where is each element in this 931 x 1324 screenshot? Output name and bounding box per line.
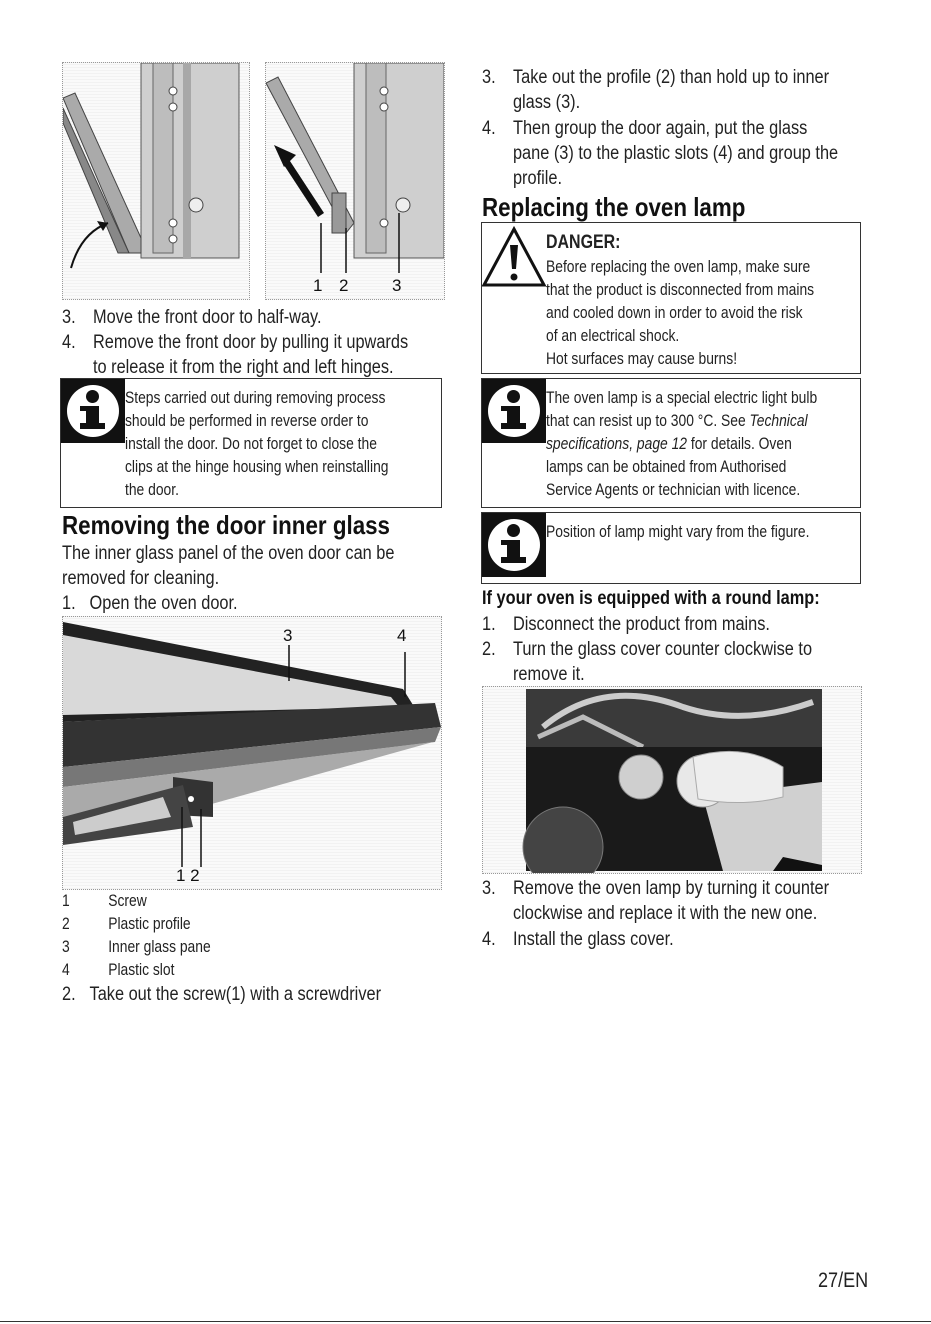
step-text: Then group the door again, put the glass xyxy=(512,118,808,139)
note-line: lamps can be obtained from Authorised xyxy=(546,458,787,476)
step-number: 4. xyxy=(62,332,76,353)
heading-removing-inner-glass: Removing the door inner glass xyxy=(62,510,391,540)
right-step-1: 1. Disconnect the product from mains. xyxy=(482,612,770,637)
step-text: Remove the front door by pulling it upwa… xyxy=(92,332,409,353)
inner-glass-figure xyxy=(62,616,442,890)
oven-lamp-illustration xyxy=(522,689,822,873)
right-step-3: 3. Take out the profile (2) than hold up… xyxy=(482,65,829,113)
intro-line: removed for cleaning. xyxy=(62,568,220,589)
step-text: pane (3) to the plastic slots (4) and gr… xyxy=(512,143,839,164)
note-line: clips at the hinge housing when reinstal… xyxy=(125,458,389,476)
step-number: 3. xyxy=(482,878,496,899)
right-step-3b: 3. Remove the oven lamp by turning it co… xyxy=(482,876,829,924)
info-note-lamp-position: Position of lamp might vary from the fig… xyxy=(481,512,861,584)
step-text: Move the front door to half-way. xyxy=(92,307,322,328)
note-line: should be performed in reverse order to xyxy=(125,412,369,430)
left-step-4: 4. Remove the front door by pulling it u… xyxy=(62,330,408,378)
danger-title: DANGER: xyxy=(546,232,621,253)
step-number: 1. xyxy=(482,614,496,635)
door-hinge-figure-left xyxy=(62,62,250,300)
step-text: Disconnect the product from mains. xyxy=(512,614,770,635)
step-text: Take out the profile (2) than hold up to… xyxy=(512,67,830,88)
glass-callout-3: 3 xyxy=(283,626,293,645)
hinge-callout-2: 2 xyxy=(339,276,349,295)
oven-lamp-figure xyxy=(482,686,862,874)
step-text: Open the oven door. xyxy=(89,593,238,614)
left-step-3: 3. Move the front door to half-way. xyxy=(62,305,322,330)
info-note-reinstall: Steps carried out during removing proces… xyxy=(60,378,442,508)
left-step-2: 2. Take out the screw(1) with a screwdri… xyxy=(62,982,381,1007)
door-hinge-detail-illustration xyxy=(266,63,444,273)
glass-callout-4: 4 xyxy=(397,626,407,645)
danger-line: that the product is disconnected from ma… xyxy=(546,281,815,299)
step-text: to release it from the right and left hi… xyxy=(92,357,394,378)
right-step-4: 4. Then group the door again, put the gl… xyxy=(482,116,838,189)
note-line: the door. xyxy=(125,481,179,499)
heading-replacing-oven-lamp: Replacing the oven lamp xyxy=(482,192,746,222)
intro-line: The inner glass panel of the oven door c… xyxy=(62,543,395,564)
warning-triangle-icon xyxy=(482,225,546,287)
step-text: remove it. xyxy=(512,664,585,685)
glass-callout-1-2: 1 2 xyxy=(176,866,200,885)
danger-line: of an electrical shock. xyxy=(546,327,680,345)
step-number: 2. xyxy=(482,639,496,660)
note-line: Steps carried out during removing proces… xyxy=(125,389,386,407)
door-hinge-figure-right xyxy=(265,62,445,300)
step-text: clockwise and replace it with the new on… xyxy=(512,903,818,924)
step-number: 4. xyxy=(482,929,496,950)
step-number: 1. xyxy=(62,593,76,614)
step-text: glass (3). xyxy=(512,92,581,113)
note-line: Position of lamp might vary from the fig… xyxy=(546,523,810,541)
info-icon xyxy=(482,379,546,443)
step-text: Turn the glass cover counter clockwise t… xyxy=(512,639,813,660)
info-note-lamp-spec: The oven lamp is a special electric ligh… xyxy=(481,378,861,508)
info-icon xyxy=(61,379,125,443)
note-line: Service Agents or technician with licenc… xyxy=(546,481,801,499)
danger-warning-box: DANGER: Before replacing the oven lamp, … xyxy=(481,222,861,374)
subheading-round-lamp: If your oven is equipped with a round la… xyxy=(482,588,820,609)
left-step-1: 1. Open the oven door. xyxy=(62,591,238,616)
right-step-2: 2. Turn the glass cover counter clockwis… xyxy=(482,637,812,685)
danger-line: and cooled down in order to avoid the ri… xyxy=(546,304,803,322)
link-technical[interactable]: Technical xyxy=(749,412,808,430)
step-number: 4. xyxy=(482,118,496,139)
hinge-callout-3: 3 xyxy=(392,276,402,295)
hinge-callout-1: 1 xyxy=(313,276,323,295)
step-number: 2. xyxy=(62,984,76,1005)
step-text: Install the glass cover. xyxy=(512,929,674,950)
step-text: profile. xyxy=(512,168,563,189)
danger-line: Hot surfaces may cause burns! xyxy=(546,350,738,368)
info-icon xyxy=(482,513,546,577)
door-hinge-illustration xyxy=(63,63,240,269)
danger-line: Before replacing the oven lamp, make sur… xyxy=(546,258,811,276)
note-line: that can resist up to 300 °C. See Techni… xyxy=(546,412,808,430)
note-line: The oven lamp is a special electric ligh… xyxy=(546,389,818,407)
right-step-4b: 4. Install the glass cover. xyxy=(482,927,674,952)
step-number: 3. xyxy=(62,307,76,328)
page-number: 27/EN xyxy=(818,1269,869,1292)
inner-glass-illustration xyxy=(63,622,441,867)
footer-rule xyxy=(0,1321,931,1322)
note-line: specifications, page 12 for details. Ove… xyxy=(546,435,792,453)
note-line: install the door. Do not forget to close… xyxy=(125,435,377,453)
step-text: Remove the oven lamp by turning it count… xyxy=(512,878,830,899)
link-specifications-page[interactable]: specifications, page 12 xyxy=(546,435,688,453)
step-text: Take out the screw(1) with a screwdriver xyxy=(89,984,382,1005)
step-number: 3. xyxy=(482,67,496,88)
